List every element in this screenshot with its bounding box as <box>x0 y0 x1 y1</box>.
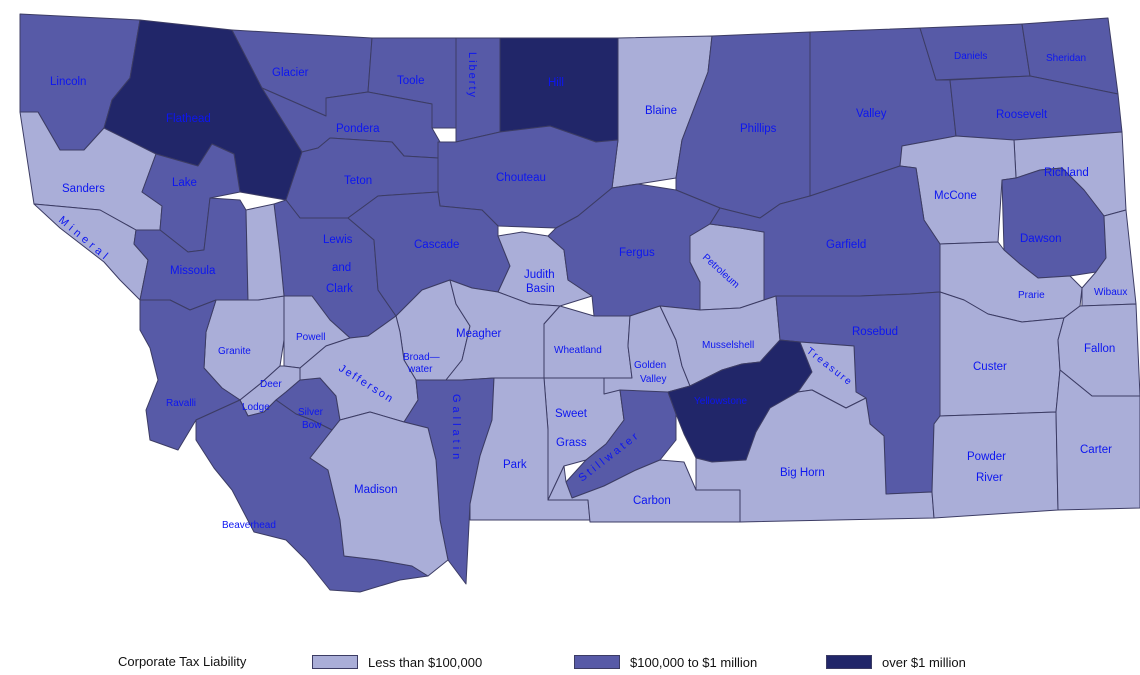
legend-swatch-high <box>826 655 872 669</box>
label-park: Park <box>503 459 527 471</box>
county-liberty[interactable] <box>455 37 501 143</box>
label-teton: Teton <box>344 175 372 187</box>
legend-title: Corporate Tax Liability <box>118 654 247 669</box>
label-golden-valley-1: Golden <box>634 360 666 371</box>
legend-label-low: Less than $100,000 <box>368 654 483 670</box>
map-svg: Lincoln Flathead Glacier Toole Liberty H… <box>19 13 1140 593</box>
label-hill: Hill <box>548 77 564 89</box>
label-granite: Granite <box>218 346 251 357</box>
label-musselshell: Musselshell <box>702 340 754 351</box>
label-chouteau: Chouteau <box>496 172 546 184</box>
label-golden-valley-2: Valley <box>640 374 667 385</box>
county-shapes <box>19 13 1140 593</box>
label-lewis-2: and <box>332 262 351 274</box>
county-hill[interactable] <box>499 37 619 143</box>
label-carbon: Carbon <box>633 495 671 507</box>
label-garfield: Garfield <box>826 239 866 251</box>
label-bow: Bow <box>302 420 322 431</box>
label-ravalli: Ravalli <box>166 398 196 409</box>
label-carter: Carter <box>1080 444 1112 456</box>
label-grass: Grass <box>556 437 587 449</box>
label-sanders: Sanders <box>62 183 105 195</box>
label-custer: Custer <box>973 361 1007 373</box>
legend-label-high: over $1 million <box>882 654 966 670</box>
label-sheridan: Sheridan <box>1046 53 1086 64</box>
label-blaine: Blaine <box>645 105 677 117</box>
label-lake: Lake <box>172 177 197 189</box>
label-liberty: Liberty <box>466 52 478 99</box>
label-broadwater-2: water <box>407 364 433 375</box>
label-sweet: Sweet <box>555 408 588 420</box>
label-dawson: Dawson <box>1020 233 1062 245</box>
county-powder-river[interactable] <box>931 411 1059 519</box>
legend-item-low: Less than $100,000 <box>312 652 482 672</box>
legend-item-mid: $100,000 to $1 million <box>574 652 757 672</box>
label-pondera: Pondera <box>336 123 380 135</box>
label-phillips: Phillips <box>740 123 777 135</box>
label-richland: Richland <box>1044 167 1089 179</box>
county-wibaux[interactable] <box>1081 209 1137 307</box>
label-powder-river-2: River <box>976 472 1003 484</box>
label-powell: Powell <box>296 332 325 343</box>
label-cascade: Cascade <box>414 239 459 251</box>
label-lewis-1: Lewis <box>323 234 353 246</box>
label-gallatin: Gallatin <box>450 394 462 463</box>
label-toole: Toole <box>397 75 425 87</box>
label-madison: Madison <box>354 484 397 496</box>
label-meagher: Meagher <box>456 328 502 340</box>
label-valley: Valley <box>856 108 887 120</box>
label-mccone: McCone <box>934 190 977 202</box>
label-lodge: Lodge <box>242 402 270 413</box>
county-petroleum[interactable] <box>689 223 765 311</box>
label-glacier: Glacier <box>272 67 309 79</box>
montana-county-map: Lincoln Flathead Glacier Toole Liberty H… <box>19 13 1140 593</box>
legend-swatch-mid <box>574 655 620 669</box>
label-silver: Silver <box>298 407 324 418</box>
label-flathead: Flathead <box>166 113 211 125</box>
label-fergus: Fergus <box>619 247 655 259</box>
label-fallon: Fallon <box>1084 343 1115 355</box>
legend: Corporate Tax Liability Less than $100,0… <box>0 650 1140 674</box>
legend-item-high: over $1 million <box>826 652 966 672</box>
label-wibaux: Wibaux <box>1094 287 1127 298</box>
county-big-horn[interactable] <box>695 389 935 523</box>
label-daniels: Daniels <box>954 51 987 62</box>
label-roosevelt: Roosevelt <box>996 109 1048 121</box>
label-lincoln: Lincoln <box>50 76 86 88</box>
county-madison[interactable] <box>309 411 449 577</box>
label-judith-1: Judith <box>524 269 555 281</box>
label-rosebud: Rosebud <box>852 326 898 338</box>
label-deer: Deer <box>260 379 282 390</box>
legend-swatch-low <box>312 655 358 669</box>
label-lewis-3: Clark <box>326 283 353 295</box>
label-broadwater-1: Broad— <box>403 352 440 363</box>
label-wheatland: Wheatland <box>554 345 602 356</box>
label-judith-2: Basin <box>526 283 555 295</box>
label-prairie: Prarie <box>1018 290 1045 301</box>
label-beaverhead: Beaverhead <box>222 520 276 531</box>
label-big-horn: Big Horn <box>780 467 825 479</box>
county-carter[interactable] <box>1055 369 1140 511</box>
county-wheatland[interactable] <box>543 305 633 379</box>
legend-label-mid: $100,000 to $1 million <box>630 654 758 670</box>
label-yellowstone: Yellowstone <box>694 396 747 407</box>
label-missoula: Missoula <box>170 265 216 277</box>
label-powder-river-1: Powder <box>967 451 1006 463</box>
